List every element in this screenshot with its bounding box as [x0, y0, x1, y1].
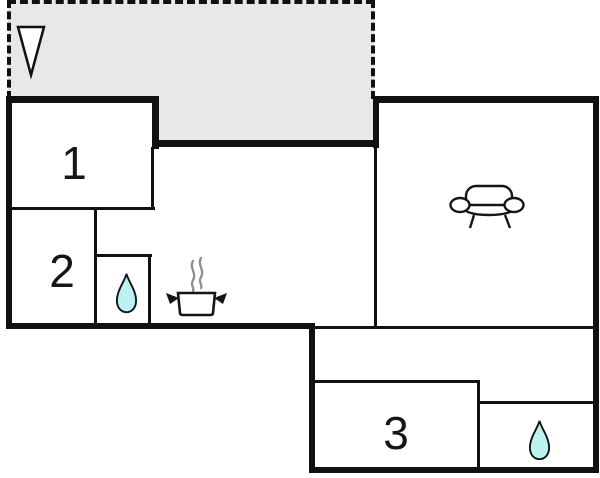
water-drop-icon — [528, 420, 551, 461]
cooking-pot-icon — [166, 256, 227, 317]
wall — [480, 401, 595, 404]
wall — [151, 147, 154, 210]
wall — [313, 380, 480, 383]
wall — [309, 467, 598, 473]
wall — [477, 380, 480, 469]
room-1-label: 1 — [61, 137, 87, 189]
wall — [148, 254, 151, 326]
wall — [373, 96, 598, 103]
steam-icon — [190, 256, 204, 293]
wall — [374, 147, 377, 329]
terrace-dashed-border-left — [7, 0, 11, 99]
north-arrow-icon — [16, 25, 46, 79]
wall — [593, 96, 599, 473]
room-3-label: 3 — [383, 407, 409, 459]
wall — [373, 96, 379, 148]
wall — [313, 326, 595, 329]
wall — [94, 254, 152, 257]
sofa-icon — [449, 184, 525, 229]
wall — [94, 207, 97, 326]
wall — [6, 96, 159, 103]
wall — [6, 96, 12, 329]
room-1-floor — [8, 97, 155, 207]
wall — [152, 96, 159, 149]
wall — [309, 323, 315, 473]
wall — [6, 323, 315, 329]
water-drop-icon — [115, 273, 138, 314]
wall — [152, 140, 377, 147]
wall — [8, 207, 155, 210]
terrace-dashed-border-right — [371, 0, 375, 99]
room-2-label: 2 — [49, 245, 75, 297]
